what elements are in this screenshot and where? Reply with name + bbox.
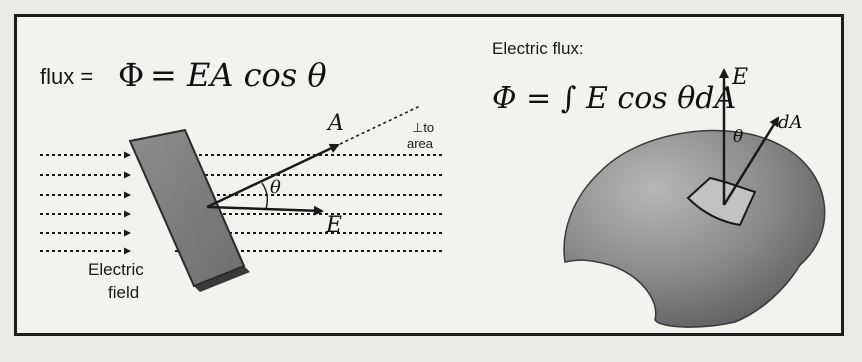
flux-formula-phi: Φ — [118, 56, 144, 94]
integral-formula: Φ = ∫ E cos θdA — [492, 81, 736, 116]
theta-label-right: θ — [733, 127, 743, 147]
e-label-right: E — [731, 65, 748, 90]
vector-e-arrow — [206, 205, 324, 216]
vector-a-label: A — [326, 111, 344, 136]
perp-label-line2: area — [407, 136, 434, 151]
vector-a-arrow — [206, 143, 340, 209]
electric-field-label-line2: field — [108, 283, 139, 302]
flux-formula-prefix: flux = — [40, 64, 93, 89]
electric-field-lines — [40, 151, 445, 255]
electric-field-label-line1: Electric — [88, 260, 144, 279]
flux-formula-rhs: = EA cos θ — [150, 56, 327, 94]
perpendicular-dashed-line — [339, 105, 421, 145]
electric-flux-title: Electric flux: — [492, 39, 584, 58]
angle-arc — [261, 182, 269, 210]
flat-area-plate — [128, 128, 250, 292]
vector-da-arrow — [722, 116, 780, 206]
vector-e-label: E — [325, 213, 342, 238]
perp-label-line1: ⊥to — [412, 120, 434, 135]
da-label: dA — [778, 112, 803, 133]
area-element-patch — [686, 176, 757, 227]
theta-label-left: θ — [270, 177, 281, 198]
curved-surface — [563, 129, 826, 328]
